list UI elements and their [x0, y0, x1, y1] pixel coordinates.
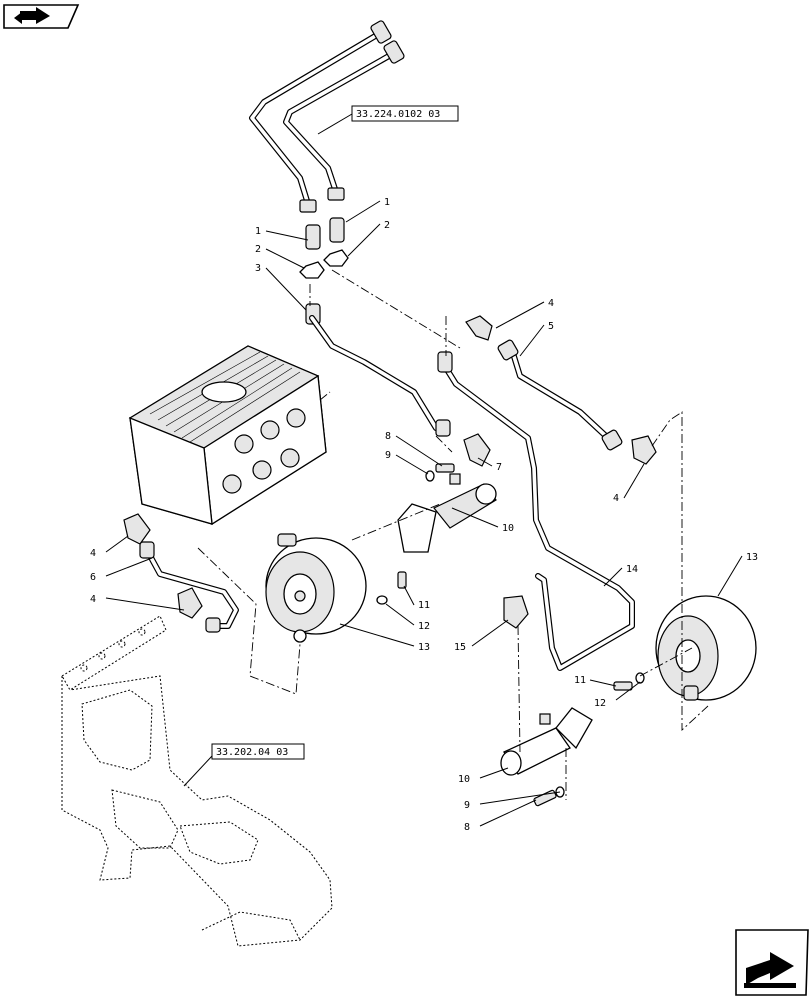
- next-page-button[interactable]: [735, 929, 809, 996]
- callout-13: 13: [746, 552, 758, 563]
- callout-8: 8: [464, 822, 470, 833]
- callout-1: 1: [384, 197, 390, 208]
- callout-14: 14: [626, 564, 638, 575]
- callout-11: 11: [418, 600, 430, 611]
- frame-bracket: [61, 615, 333, 947]
- valve-block: [128, 345, 327, 526]
- callout-10: 10: [458, 774, 470, 785]
- callout-9: 9: [464, 800, 470, 811]
- callout-4: 4: [548, 298, 554, 309]
- callout-15: 15: [454, 642, 466, 653]
- callout-2: 2: [384, 220, 390, 231]
- callout-4: 4: [90, 594, 96, 605]
- callout-4: 4: [90, 548, 96, 559]
- pipe-6: [139, 541, 239, 633]
- forward-arrow-icon: [744, 952, 796, 988]
- prev-page-button[interactable]: [3, 4, 80, 29]
- callout-5: 5: [548, 321, 554, 332]
- master-cylinder-upper: [397, 473, 497, 553]
- brake-chamber-left: [265, 533, 367, 643]
- bolts-washers: [376, 463, 645, 807]
- elbow-fittings: [123, 315, 657, 629]
- master-cylinder-lower: [500, 707, 593, 776]
- reference-box-upper[interactable]: 33.224.0102 03: [317, 105, 459, 135]
- callout-13: 13: [418, 642, 430, 653]
- upper-brake-pipes: [249, 20, 405, 213]
- back-arrow-icon: [14, 7, 50, 24]
- assembly-lines: [197, 269, 709, 800]
- callout-12: 12: [418, 621, 430, 632]
- callout-6: 6: [90, 572, 96, 583]
- fittings-upper: [299, 217, 349, 325]
- callout-12: 12: [594, 698, 606, 709]
- callout-3: 3: [255, 263, 261, 274]
- callout-8: 8: [385, 431, 391, 442]
- reference-label-lower: 33.202.04 03: [216, 747, 288, 758]
- middle-pipes: [309, 315, 635, 671]
- callout-2: 2: [255, 244, 261, 255]
- reference-label-upper: 33.224.0102 03: [356, 109, 440, 120]
- callout-10: 10: [502, 523, 514, 534]
- leader-lines: [105, 200, 743, 827]
- brake-chamber-right: [655, 595, 757, 701]
- callout-11: 11: [574, 675, 586, 686]
- callout-9: 9: [385, 450, 391, 461]
- callout-4: 4: [613, 493, 619, 504]
- callout-7: 7: [496, 462, 502, 473]
- callout-1: 1: [255, 226, 261, 237]
- callouts: 1 1 2 2 3 4 5 8 9 7 10 4 4 6 4 11 12 13 …: [90, 197, 758, 833]
- reference-box-lower[interactable]: 33.202.04 03: [183, 743, 305, 787]
